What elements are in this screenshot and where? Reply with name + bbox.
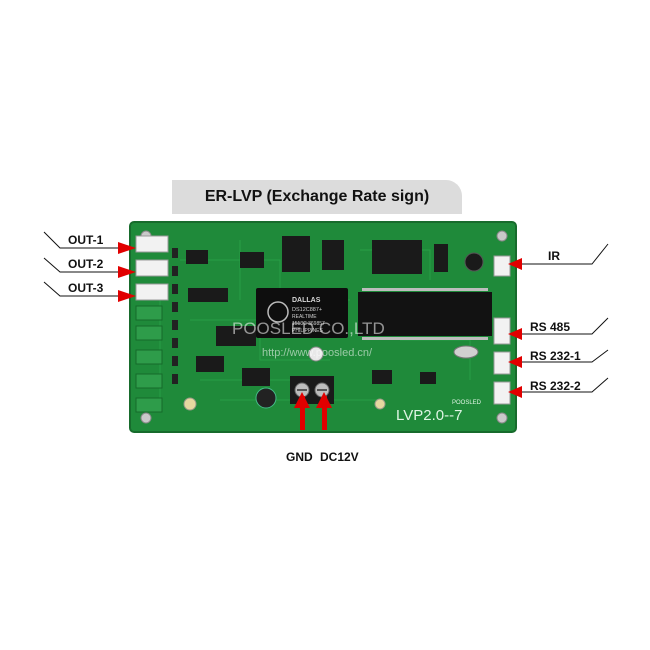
mount-hole [140, 412, 152, 424]
watermark-url: http://www.poosled.cn/ [262, 347, 373, 359]
mount-hole [496, 230, 508, 242]
out-connectors [135, 235, 169, 301]
title-text: ER-LVP (Exchange Rate sign) [204, 188, 430, 205]
microcontroller [358, 292, 492, 336]
label-gnd: GND [286, 450, 313, 464]
crystal [453, 345, 479, 359]
mount-hole [496, 412, 508, 424]
label-out-2: OUT-2 [68, 257, 104, 271]
right-arrows [510, 243, 609, 393]
label-dc12v: DC12V [320, 450, 359, 464]
title-banner: ER-LVP (Exchange Rate sign) [172, 180, 462, 214]
chip-model: DS12C887+ [292, 307, 322, 313]
label-rs232-2: RS 232-2 [530, 379, 581, 393]
power-arrows [294, 392, 332, 430]
label-ir: IR [548, 249, 560, 263]
label-rs232-1: RS 232-1 [530, 349, 581, 363]
rtc-module [256, 288, 348, 338]
chip-line2: REALTIME [292, 314, 317, 320]
watermark-company: POOSLED CO.,LTD [232, 319, 385, 338]
right-connectors [493, 255, 511, 405]
chip-brand: DALLAS [292, 297, 321, 304]
out-arrows [43, 231, 130, 297]
capacitor [255, 387, 277, 409]
board-version: LVP2.0--7 [396, 407, 462, 424]
chip-line4: PHILIPPINES [292, 328, 324, 334]
label-out-1: OUT-1 [68, 233, 104, 247]
board-brand: POOSLED [452, 400, 482, 406]
label-out-3: OUT-3 [68, 281, 104, 295]
capacitor [464, 252, 484, 272]
chip-line3: 1513C 369857 [292, 321, 325, 327]
label-rs485: RS 485 [530, 320, 571, 334]
